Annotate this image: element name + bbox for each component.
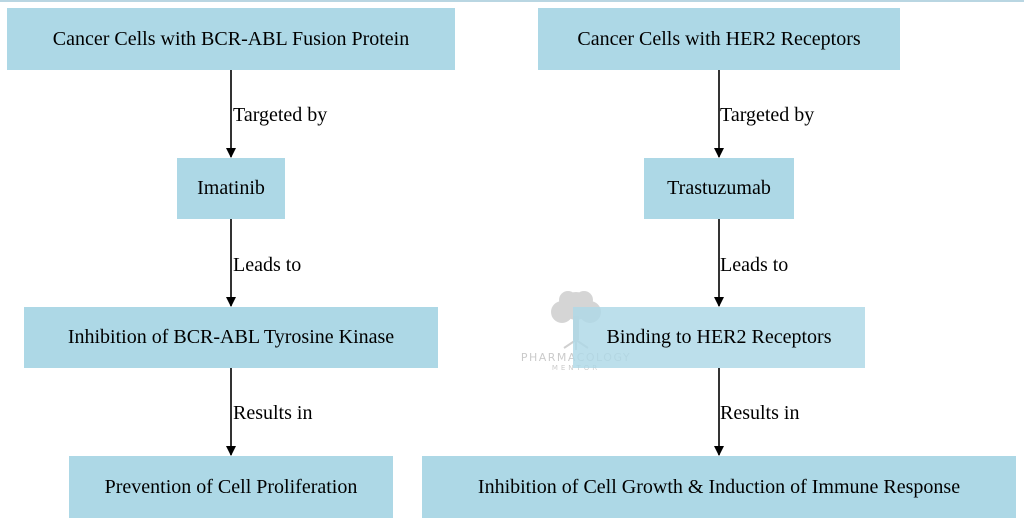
node-imatinib: Imatinib [177,158,285,219]
edge-label-leads-to-right: Leads to [720,254,789,276]
edge-label-targeted-by-right: Targeted by [720,104,815,126]
edge-label-results-in-right: Results in [720,402,800,424]
node-bcr-abl-inhibition: Inhibition of BCR-ABL Tyrosine Kinase [24,307,438,368]
node-bcr-abl-cancer-cells: Cancer Cells with BCR-ABL Fusion Protein [7,8,455,70]
node-prevention-of-proliferation: Prevention of Cell Proliferation [69,456,393,518]
watermark-sub: MENTOR [551,364,601,372]
edge-label-leads-to-left: Leads to [233,254,302,276]
node-her2-cancer-cells: Cancer Cells with HER2 Receptors [538,8,900,70]
node-trastuzumab: Trastuzumab [644,158,794,219]
edge-label-results-in-left: Results in [233,402,313,424]
node-growth-inhibition-immune-response: Inhibition of Cell Growth & Induction of… [422,456,1016,518]
top-divider [0,0,1024,2]
node-her2-binding: Binding to HER2 Receptors [573,307,865,368]
edge-label-targeted-by-left: Targeted by [233,104,328,126]
